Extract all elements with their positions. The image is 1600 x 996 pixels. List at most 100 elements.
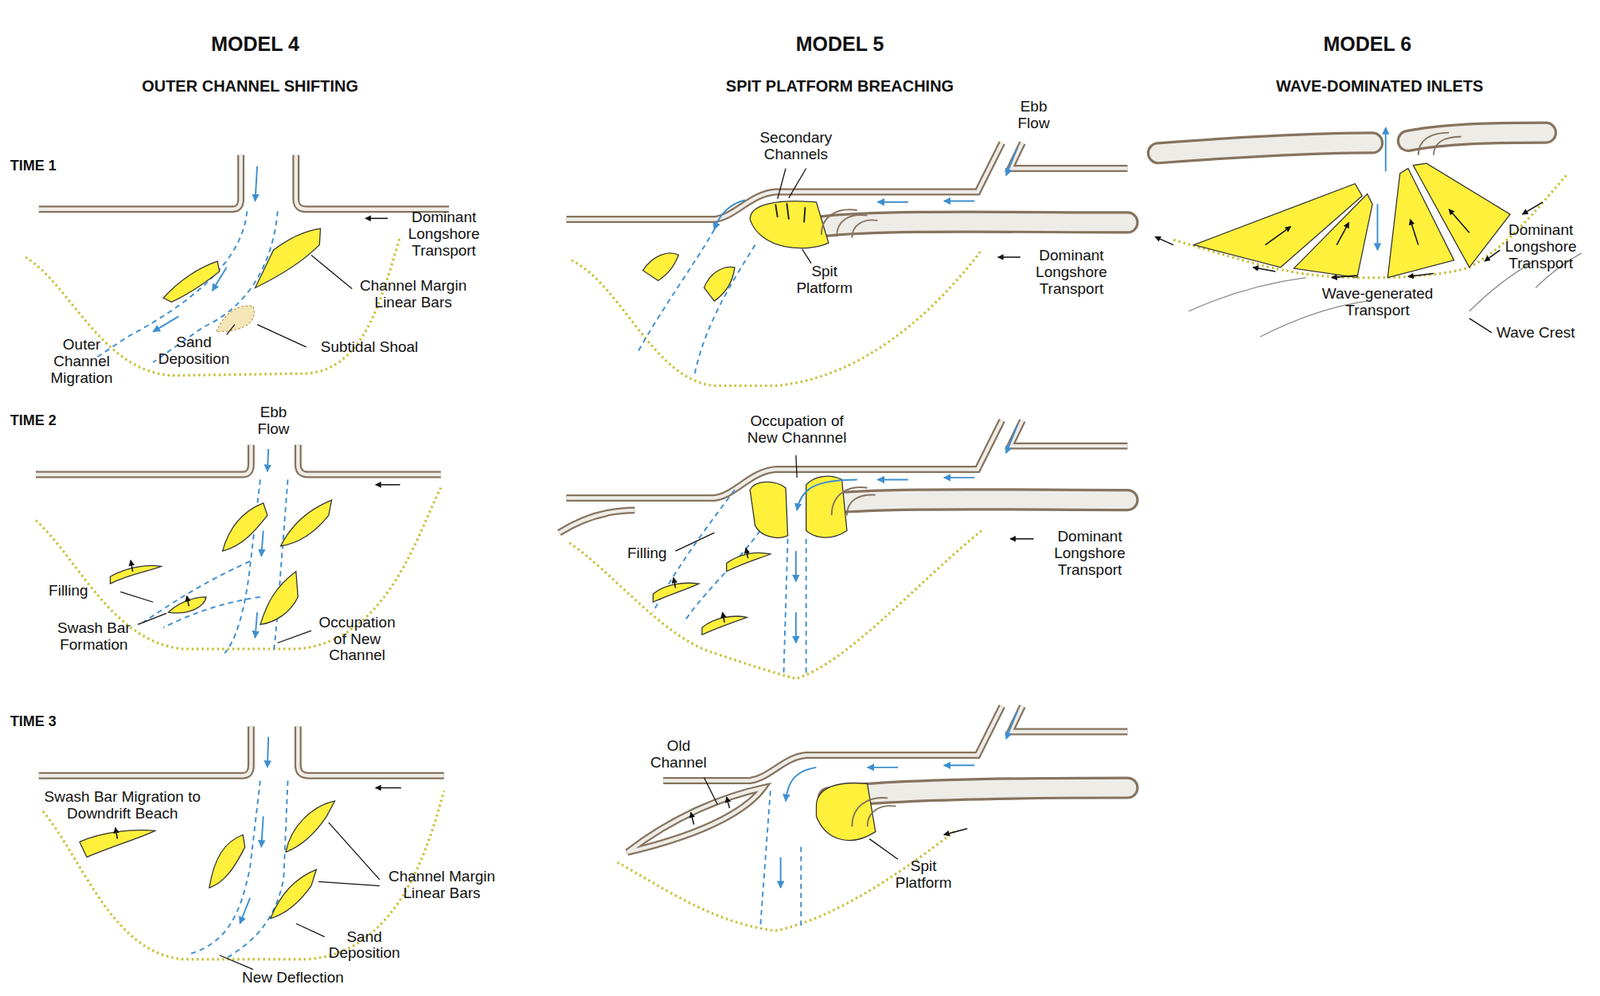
sand-bar: [270, 869, 317, 919]
channel-margin: [152, 210, 278, 363]
ebb-flow-arrow: [1006, 148, 1018, 176]
annotation-label: Wave Crest: [1496, 324, 1576, 342]
sand-bar: [110, 565, 162, 584]
annotation-label: Outer Channel Migration: [43, 336, 120, 387]
transport-arrow: [1252, 267, 1276, 272]
leader-line: [869, 839, 898, 860]
sand-bar: [79, 163, 1511, 919]
transport-arrow: [1448, 209, 1470, 233]
ebb-flow-arrow: [795, 612, 797, 643]
annotation-label: New Deflection: [241, 969, 344, 987]
sand-bar: [749, 201, 829, 249]
leader-line: [1469, 318, 1492, 333]
annotation-label: Swash Bar Migration to Downdrift Beach: [42, 788, 203, 823]
sand-bar: [1412, 163, 1511, 268]
ebb-flow-arrow: [212, 267, 227, 291]
annotation-label: Swash Bar Formation: [54, 620, 134, 654]
annotation-label: Ebb Flow: [1014, 98, 1054, 133]
transport-arrow: [745, 547, 749, 559]
ebb-delta-outline: [569, 530, 982, 680]
channel-margin: [694, 245, 756, 379]
transport-arrow: [1155, 236, 1174, 245]
ebb-flow-arrow: [780, 857, 782, 888]
leader-line: [277, 630, 312, 643]
annotation-label: Filling: [48, 582, 89, 600]
transport-arrow: [375, 483, 401, 486]
annotation-label: Wave-generated Transport: [1318, 285, 1438, 320]
spit-recurve: [821, 209, 858, 235]
transport-arrow: [130, 560, 133, 572]
ebb-flow-arrow: [1385, 127, 1387, 172]
sand-bar: [222, 503, 268, 551]
transport-arrow: [1409, 219, 1418, 246]
sand-bar: [163, 261, 219, 302]
sand-bar: [643, 253, 680, 281]
channel-margin: [273, 479, 289, 653]
subtidal-shoal: [216, 305, 254, 332]
ebb-flow-arrow: [152, 316, 179, 332]
spit-recurve: [1433, 136, 1462, 156]
transport-arrow: [722, 612, 726, 623]
transport-arrow: [1484, 249, 1500, 262]
annotation-label: Ebb Flow: [253, 404, 294, 438]
channel-margin: [97, 210, 807, 960]
ebb-flow-arrow: [795, 550, 797, 582]
spit-recurve: [851, 797, 888, 827]
transport-arrow: [1521, 202, 1543, 215]
sand-bar: [260, 571, 298, 625]
ebb-flow-arrow: [877, 478, 908, 480]
transport-arrow: [365, 218, 388, 220]
leader-line: [226, 324, 235, 336]
secondary-channel: [803, 206, 805, 223]
time-label: TIME 3: [10, 714, 57, 730]
secondary-channel: [775, 203, 778, 218]
channel-margin: [224, 780, 288, 960]
annotation-label: Filling: [627, 545, 668, 562]
sand-bar: [749, 481, 788, 538]
transport-arrow: [673, 577, 676, 588]
transport-arrow: [998, 256, 1021, 258]
leader-line: [296, 923, 325, 937]
ebb-flow-arrow: [796, 479, 858, 510]
ebb-flow-arrow: [1377, 203, 1379, 250]
leader-line: [328, 822, 380, 880]
transport-arrow: [1010, 538, 1034, 540]
shoreline: [35, 132, 1546, 853]
transport-arrow: [1336, 222, 1349, 245]
transport-arrow: [115, 827, 118, 840]
annotation-label: Channel Margin Linear Bars: [382, 868, 502, 902]
ebb-flow-arrow: [255, 612, 258, 638]
secondary-channel: [775, 202, 805, 223]
ebb-flow-arrow: [239, 897, 250, 924]
annotation-label: Sand Deposition: [154, 334, 235, 368]
model-heading: MODEL 5: [796, 33, 885, 56]
ebb-flow-arrow: [152, 127, 1386, 924]
ebb-flow-arrow: [877, 201, 908, 203]
sand-bar: [726, 552, 771, 571]
leader-line: [796, 455, 797, 478]
sand-bar: [285, 800, 336, 852]
transport-arrow: [375, 787, 402, 789]
ebb-flow-arrow: [944, 764, 975, 766]
time-label: TIME 2: [10, 413, 57, 430]
sand-bar: [79, 830, 156, 858]
transport-arrow: [1331, 275, 1358, 278]
annotation-label: Channel Margin Linear Bars: [353, 277, 473, 312]
ebb-flow-arrow: [267, 736, 269, 767]
ebb-flow-arrow: [255, 166, 258, 202]
model-subtitle: WAVE-DOMINATED INLETS: [1276, 77, 1483, 95]
ebb-flow-arrow: [867, 766, 898, 769]
leader-line: [802, 249, 812, 264]
channel-margin: [224, 479, 261, 653]
wave-crest: [1188, 277, 1306, 312]
channel-margin: [163, 597, 261, 628]
annotation-label: Secondary Channels: [756, 129, 836, 164]
spit-recurve: [831, 487, 868, 516]
leader-line: [318, 881, 380, 886]
annotation-label: Dominant Longshore Transport: [1501, 222, 1581, 273]
time-label: TIME 1: [10, 158, 57, 175]
leader-line: [788, 167, 807, 198]
transport-arrow: [1264, 226, 1291, 246]
sand-bar: [1293, 194, 1373, 278]
